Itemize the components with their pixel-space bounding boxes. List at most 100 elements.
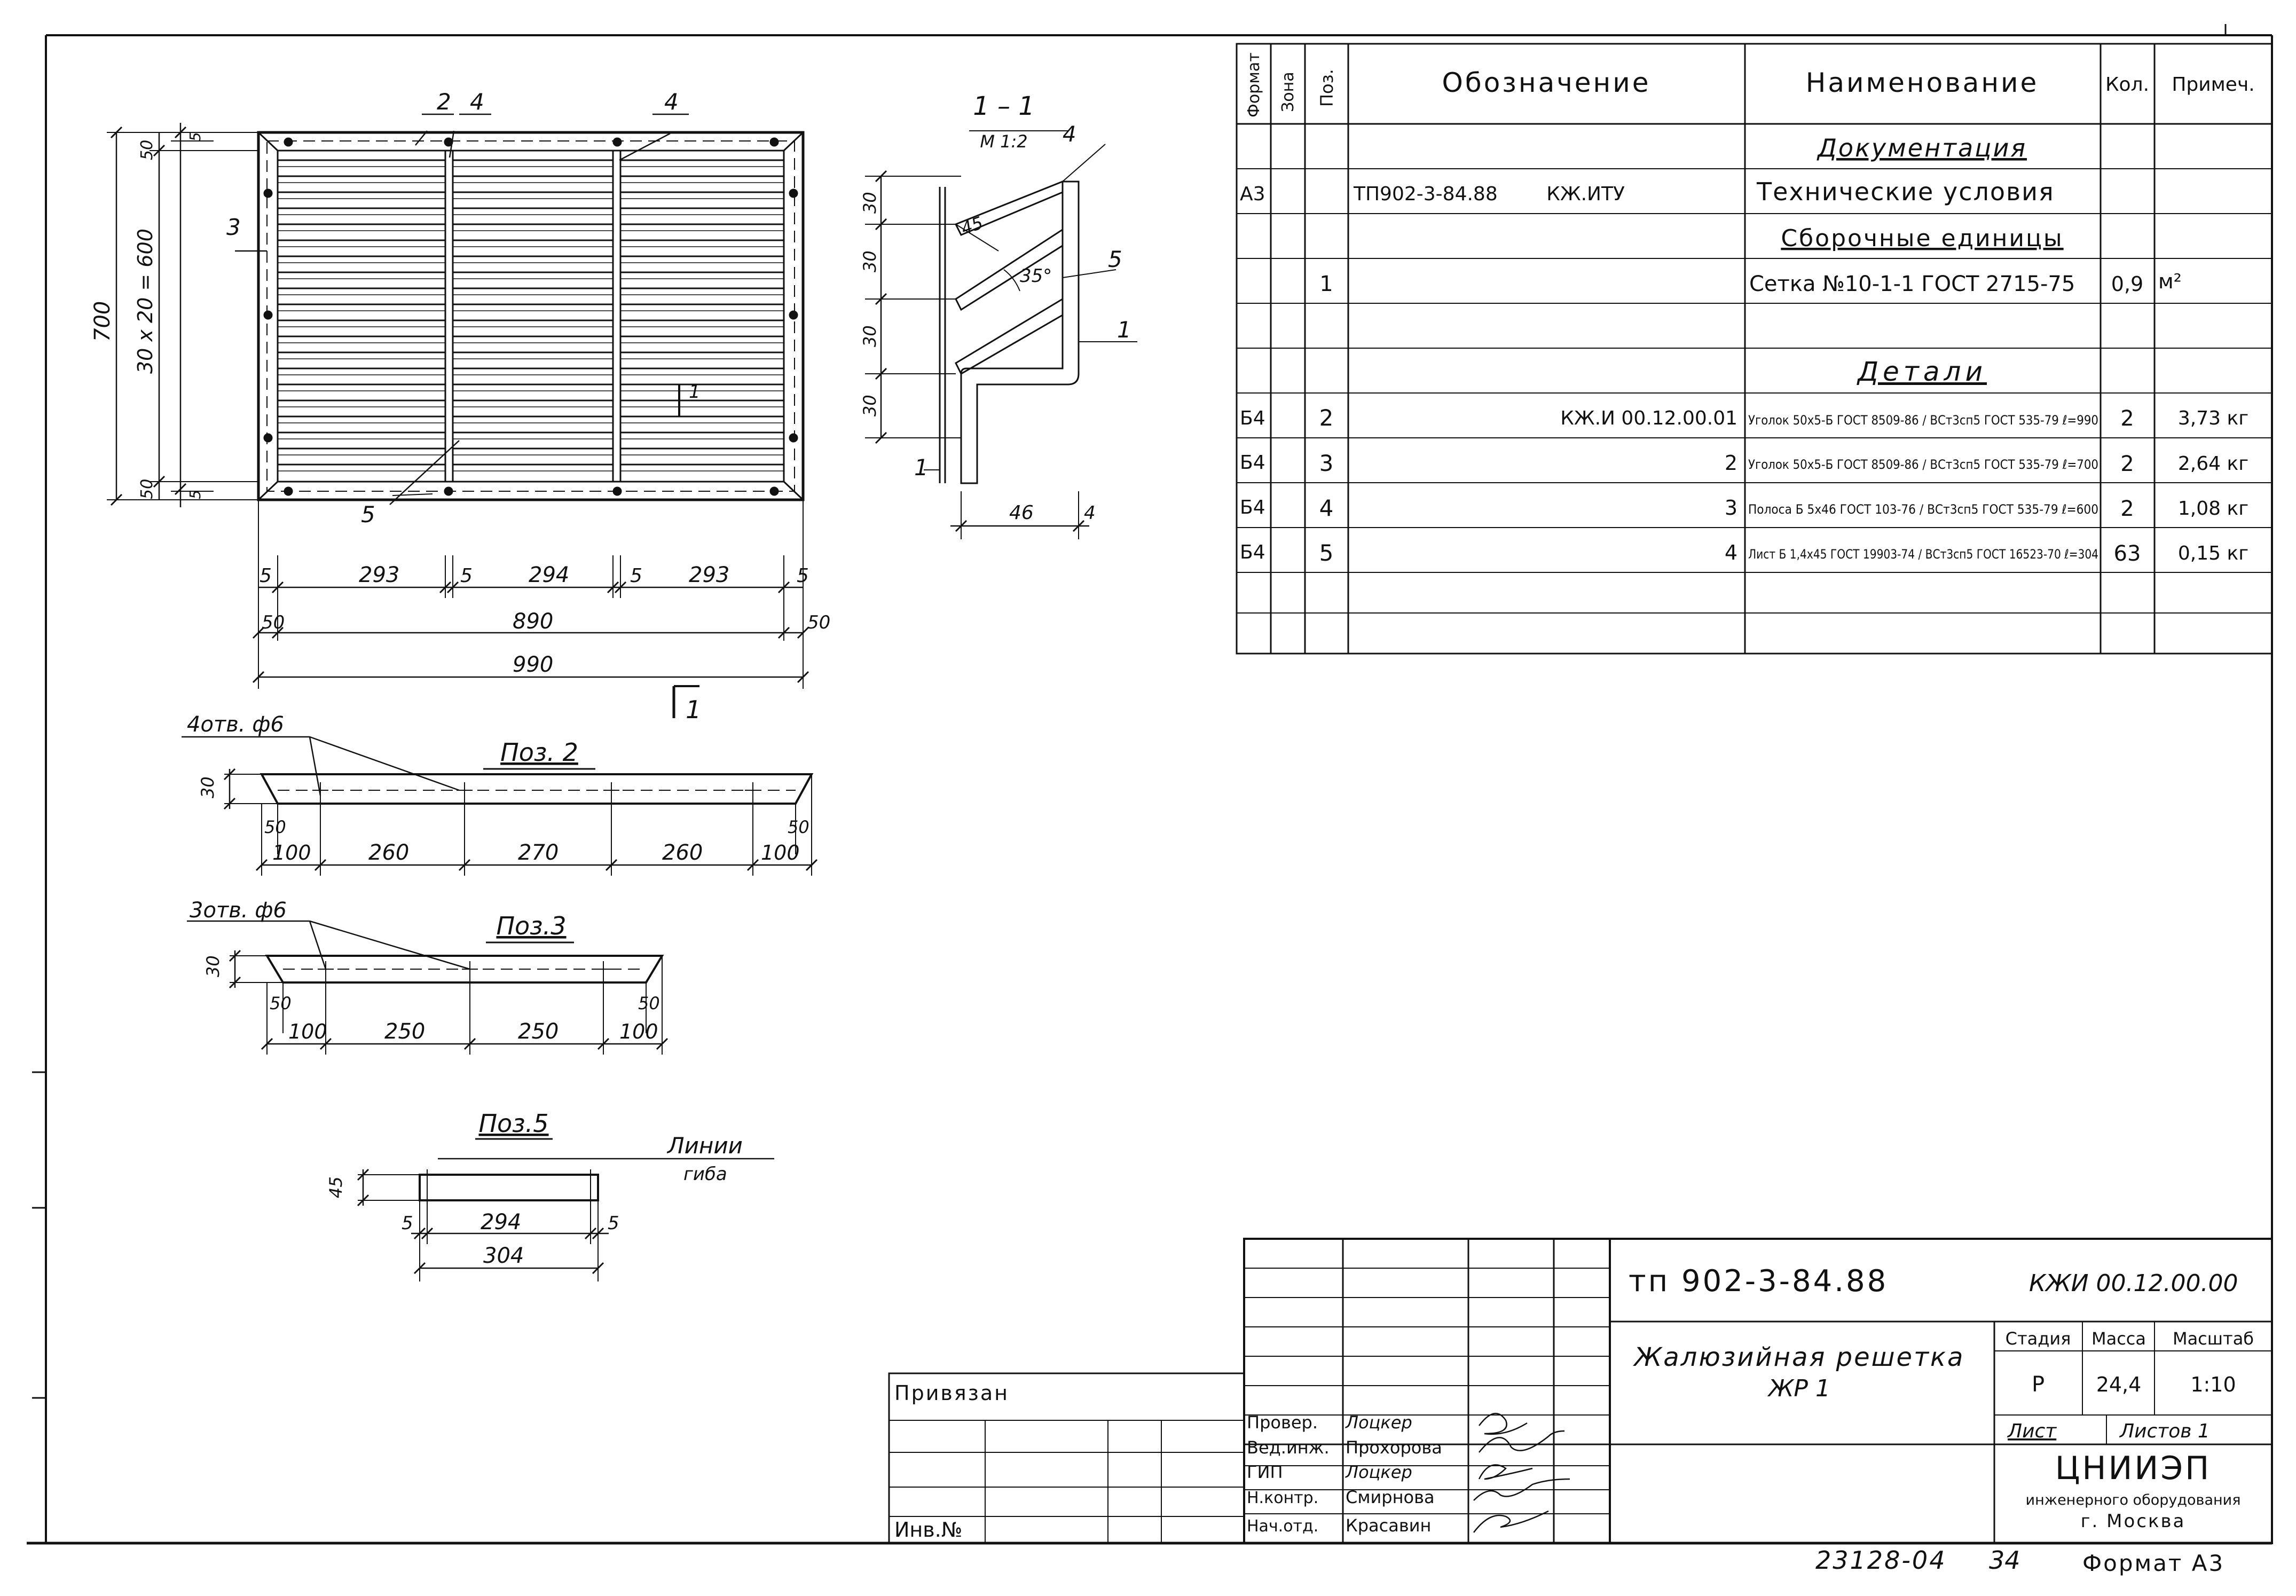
svg-text:990: 990 [513,652,553,677]
pos3-title: Поз.3 [496,911,566,940]
svg-text:30: 30 [198,776,218,798]
pos2-title: Поз. 2 [500,738,578,767]
svg-text:Б4: Б4 [1240,497,1265,518]
svg-text:5: 5 [630,565,642,587]
svg-text:Уголок 50x5-Б ГОСТ 8509-86 / В: Уголок 50x5-Б ГОСТ 8509-86 / ВСт3сп5 ГОС… [1748,413,2098,428]
svg-text:Смирнова: Смирнова [1346,1487,1435,1507]
svg-text:5: 5 [460,565,473,587]
svg-text:А3: А3 [1240,183,1265,205]
section-1-1 [865,130,1137,539]
section-title: 1 – 1 [973,91,1035,121]
svg-text:293: 293 [689,563,729,587]
detail-pos2-labels: Поз. 2 4отв. ф6 30 50 100 260 270 260 50… [187,712,809,865]
svg-text:Линии: Линии [666,1133,743,1159]
svg-text:Полоса Б 5x46 ГОСТ 103-76 / ВС: Полоса Б 5x46 ГОСТ 103-76 / ВСт3сп5 ГОСТ… [1748,502,2098,517]
svg-text:5: 5 [186,490,204,499]
table-row: А3 ТП902-3-84.88 КЖ.ИТУ Технические усло… [1240,177,2055,206]
svg-text:4отв. ф6: 4отв. ф6 [187,712,284,737]
svg-text:3: 3 [1319,450,1334,476]
svg-text:2: 2 [437,89,451,115]
svg-text:30 x 20 = 600: 30 x 20 = 600 [133,229,157,374]
svg-text:Масштаб: Масштаб [2173,1328,2254,1349]
svg-text:2: 2 [2120,452,2134,476]
svg-text:ГИП: ГИП [1247,1462,1283,1482]
svg-text:1:10: 1:10 [2190,1373,2236,1396]
svg-text:Технические условия: Технические условия [1756,177,2055,206]
specification-table: Формат Зона Поз. Обозначение Наименовани… [1236,43,2273,655]
section-details: Детали [1857,356,1987,387]
format-label: Формат А3 [2082,1550,2224,1576]
svg-text:0,15 кг: 0,15 кг [2178,543,2248,564]
header-name: Наименование [1806,67,2039,98]
svg-text:Лоцкер: Лоцкер [1345,1462,1412,1482]
table-row: 1 Сетка №10-1-1 ГОСТ 2715-75 0,9 м² [1319,270,2182,296]
title-block [888,1238,2273,1544]
document-code: КЖИ 00.12.00.00 [2029,1270,2238,1297]
header-qty: Кол. [2105,74,2149,96]
svg-text:250: 250 [384,1019,425,1044]
section-scale: М 1:2 [980,131,1027,152]
svg-text:5: 5 [1319,540,1334,566]
section-documentation: Документация [1817,133,2027,162]
svg-text:1: 1 [914,454,929,481]
svg-text:50: 50 [270,993,292,1013]
svg-text:3отв. ф6: 3отв. ф6 [190,898,287,923]
svg-text:5: 5 [361,501,375,528]
svg-text:1: 1 [1117,317,1131,343]
svg-text:890: 890 [513,609,553,634]
svg-text:1: 1 [686,695,701,724]
svg-text:4: 4 [1319,495,1334,521]
svg-text:100: 100 [761,841,800,864]
title-block-text: тп 902-3-84.88 КЖИ 00.12.00.00 Жалюзийна… [894,1264,2254,1576]
detail-pos5 [357,1138,774,1281]
header-designation: Обозначение [1442,67,1651,98]
svg-text:50: 50 [264,817,286,837]
svg-text:50: 50 [138,479,156,499]
svg-text:Б4: Б4 [1240,541,1265,563]
grille-main-view [107,113,809,718]
svg-text:5: 5 [797,565,809,587]
svg-text:КЖ.И 00.12.00.01: КЖ.И 00.12.00.01 [1560,407,1737,429]
svg-text:Сетка №10-1-1 ГОСТ 2715-75: Сетка №10-1-1 ГОСТ 2715-75 [1749,272,2075,296]
svg-text:2: 2 [1725,451,1737,475]
svg-text:Н.контр.: Н.контр. [1247,1489,1318,1507]
svg-text:0,9: 0,9 [2111,272,2143,296]
svg-text:1: 1 [689,381,701,403]
svg-text:2: 2 [1319,405,1334,431]
svg-text:гиба: гиба [683,1163,727,1185]
svg-text:г. Москва: г. Москва [2081,1511,2186,1532]
svg-text:5: 5 [186,132,204,141]
svg-text:46: 46 [1009,502,1034,524]
svg-text:Лист: Лист [2007,1420,2057,1442]
svg-text:50: 50 [638,993,660,1013]
header-format: Формат [1245,52,1263,117]
page-number: 34 [1989,1546,2020,1575]
svg-text:45: 45 [326,1176,346,1198]
svg-text:3: 3 [226,214,241,240]
section-assembly: Сборочные единицы [1781,225,2063,252]
svg-text:5: 5 [1108,246,1122,272]
svg-text:5: 5 [402,1213,413,1234]
table-row: Б4 4 3 Полоса Б 5x46 ГОСТ 103-76 / ВСт3с… [1240,495,2248,521]
svg-text:Лоцкер: Лоцкер [1345,1412,1412,1433]
svg-text:Привязан: Привязан [894,1381,1009,1405]
svg-text:ТП902-3-84.88 КЖ.ИТУ: ТП902-3-84.88 КЖ.ИТУ [1353,183,1625,205]
svg-text:30: 30 [860,192,880,214]
svg-text:260: 260 [368,840,409,865]
svg-text:Инв.№: Инв.№ [894,1518,962,1542]
svg-text:4: 4 [1084,502,1096,524]
svg-text:3: 3 [1725,496,1737,520]
table-row: Б4 5 4 Лист Б 1,4x45 ГОСТ 19903-74 / ВСт… [1240,540,2248,566]
svg-text:4: 4 [1725,541,1737,564]
svg-text:700: 700 [90,301,115,342]
svg-text:293: 293 [359,563,399,587]
svg-text:30: 30 [203,955,223,977]
pos5-title: Поз.5 [478,1109,548,1138]
svg-text:4: 4 [1063,122,1076,147]
svg-text:50: 50 [262,612,285,633]
svg-text:4: 4 [470,89,484,115]
svg-text:270: 270 [518,840,559,865]
svg-text:м²: м² [2158,270,2182,293]
svg-text:2: 2 [2120,406,2134,431]
